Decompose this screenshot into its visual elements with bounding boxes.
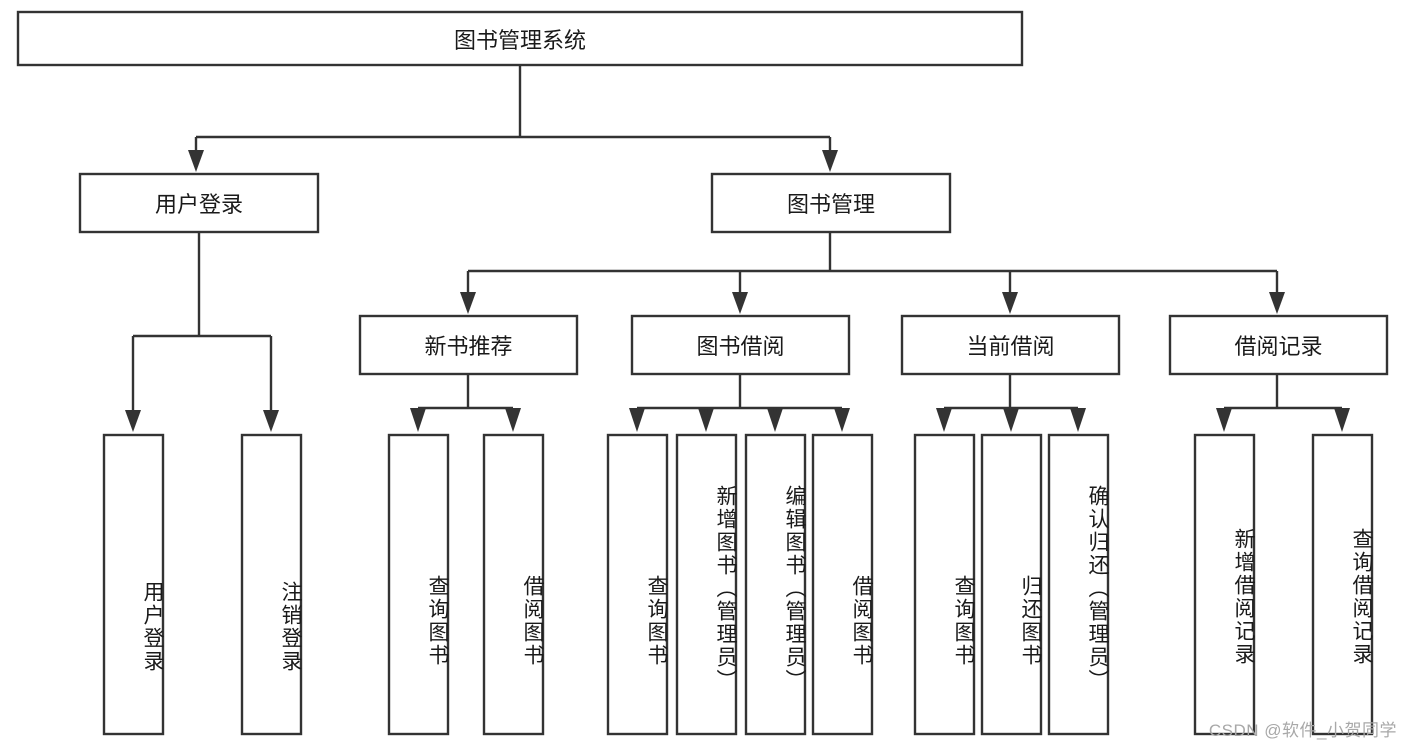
- edges-user-login-to-leaves: [125, 232, 279, 432]
- arrow-leaf-edit-book-admin: [767, 408, 783, 432]
- box-leaf-query-book-1[interactable]: [387, 433, 450, 736]
- box-leaf-add-borrow-record[interactable]: [1193, 433, 1256, 736]
- arrow-leaf-query-book-3: [936, 408, 952, 432]
- edges-new-book-recommend-to-leaves: [410, 374, 521, 432]
- edges-borrow-record-to-leaves: [1216, 374, 1350, 432]
- node-borrow-record[interactable]: [1168, 314, 1389, 376]
- arrow-leaf-confirm-return-admin: [1070, 408, 1086, 432]
- edges-current-borrow-to-leaves: [936, 374, 1086, 432]
- node-book-borrow[interactable]: [630, 314, 851, 376]
- leaf-nodes: [102, 433, 1374, 736]
- node-root-title[interactable]: [16, 10, 1024, 67]
- box-leaf-query-borrow-record[interactable]: [1311, 433, 1374, 736]
- node-new-book-recommend[interactable]: [358, 314, 579, 376]
- box-leaf-confirm-return-admin[interactable]: [1047, 433, 1110, 736]
- box-leaf-logout-login[interactable]: [240, 433, 303, 736]
- box-leaf-user-login[interactable]: [102, 433, 165, 736]
- arrow-to-book-management: [822, 150, 838, 172]
- arrow-leaf-query-borrow-record: [1334, 408, 1350, 432]
- arrow-leaf-query-book-1: [410, 408, 426, 432]
- arrow-to-book-borrow: [732, 292, 748, 314]
- edges-root-to-level1: [188, 65, 838, 172]
- node-book-management[interactable]: [710, 172, 952, 234]
- arrow-to-new-book-recommend: [460, 292, 476, 314]
- arrow-leaf-return-book: [1003, 408, 1019, 432]
- arrow-leaf-borrow-book-1: [505, 408, 521, 432]
- arrow-leaf-add-book-admin: [698, 408, 714, 432]
- node-user-login[interactable]: [78, 172, 320, 234]
- node-current-borrow[interactable]: [900, 314, 1121, 376]
- arrow-to-current-borrow: [1002, 292, 1018, 314]
- arrow-leaf-logout-login: [263, 410, 279, 432]
- edges-book-management-to-level2: [460, 232, 1285, 314]
- box-leaf-query-book-3[interactable]: [913, 433, 976, 736]
- arrow-to-user-login: [188, 150, 204, 172]
- box-leaf-borrow-book-2[interactable]: [811, 433, 874, 736]
- level2-nodes: [358, 314, 1389, 376]
- arrow-leaf-user-login: [125, 410, 141, 432]
- box-leaf-borrow-book-1[interactable]: [482, 433, 545, 736]
- arrow-to-borrow-record: [1269, 292, 1285, 314]
- box-leaf-add-book-admin[interactable]: [675, 433, 738, 736]
- arrow-leaf-add-borrow-record: [1216, 408, 1232, 432]
- box-leaf-return-book[interactable]: [980, 433, 1043, 736]
- box-leaf-edit-book-admin[interactable]: [744, 433, 807, 736]
- edges-book-borrow-to-leaves: [629, 374, 850, 432]
- arrow-leaf-query-book-2: [629, 408, 645, 432]
- box-leaf-query-book-2[interactable]: [606, 433, 669, 736]
- arrow-leaf-borrow-book-2: [834, 408, 850, 432]
- level1-nodes: [78, 172, 952, 234]
